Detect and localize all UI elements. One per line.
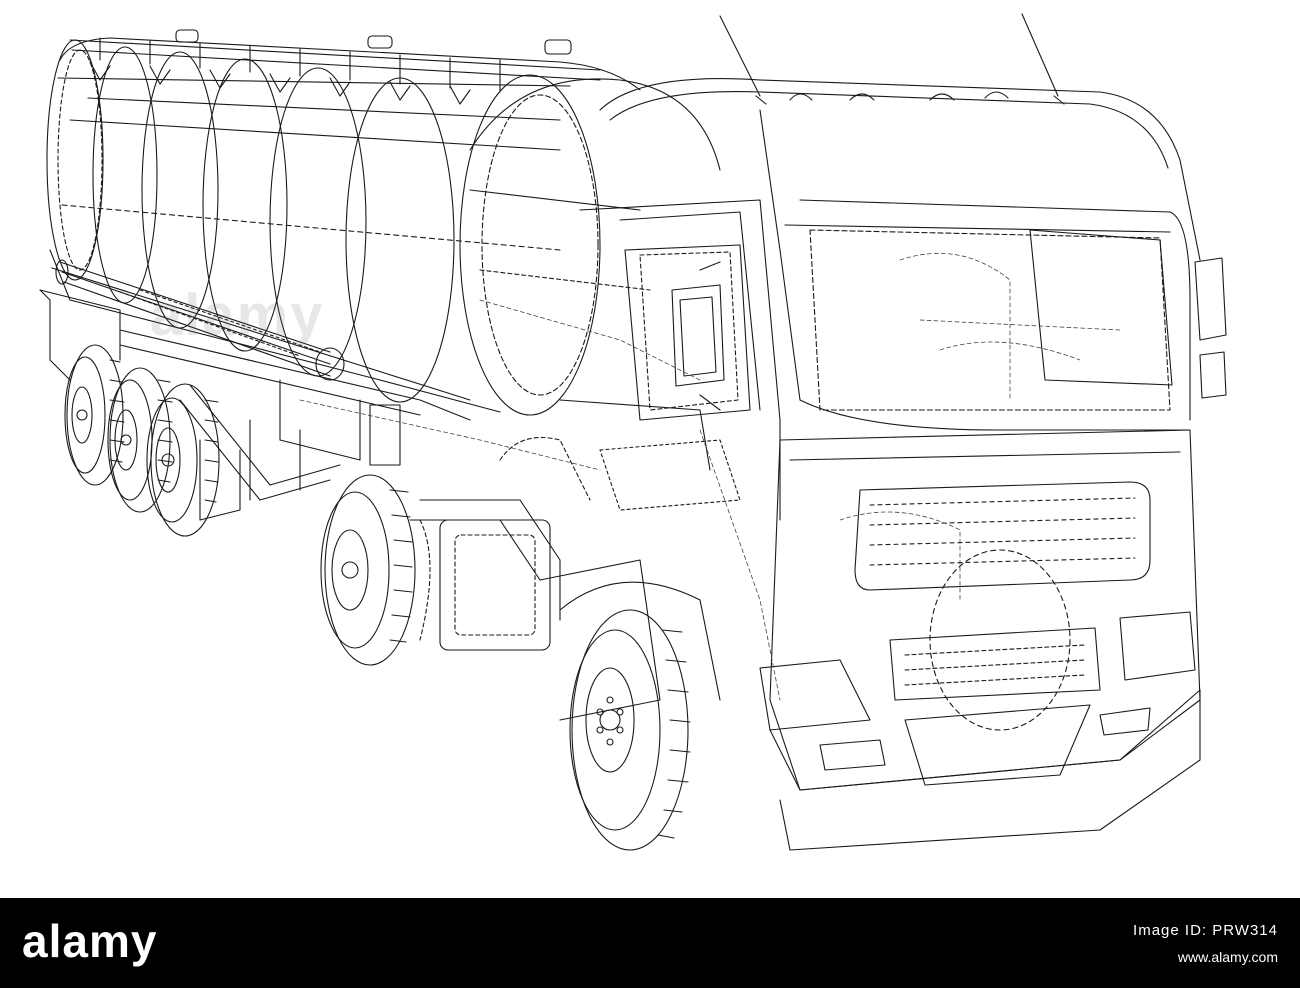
illustration-area: alamy — [39, 13, 1227, 851]
cab-front — [759, 429, 1201, 851]
tank-top-rail — [69, 29, 601, 121]
front-wheel — [559, 581, 721, 851]
trailer-wheels — [64, 344, 220, 537]
tanker-truck-wireframe — [39, 13, 1227, 851]
trailer-frame — [39, 289, 471, 521]
tank-body — [46, 37, 721, 416]
cab-body — [579, 13, 1227, 521]
cab-rear-wheel — [320, 474, 431, 666]
side-pipe — [55, 259, 345, 381]
footer-bar: alamy Image ID: PRW314 www.alamy.com — [0, 898, 1300, 988]
image-id-text: Image ID: PRW314 — [1133, 921, 1278, 939]
site-url-link[interactable]: www.alamy.com — [1177, 948, 1278, 965]
footer-meta: Image ID: PRW314 www.alamy.com — [1133, 898, 1278, 988]
alamy-logo[interactable]: alamy — [22, 915, 158, 967]
hidden-line-details — [299, 252, 1121, 701]
chassis-and-tank-mounts — [409, 399, 741, 721]
